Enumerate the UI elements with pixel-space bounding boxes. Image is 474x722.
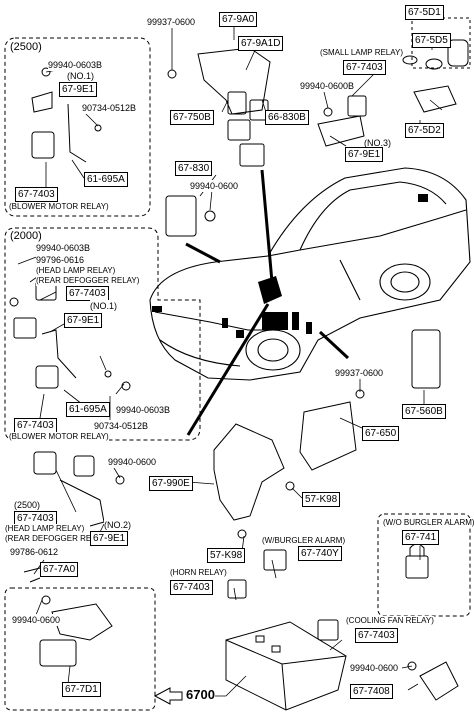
label-top-bolt: 99937-0600 [147, 16, 196, 28]
label-rear-defogger-relay-b: (REAR DEFOGGER RELAY) [5, 534, 109, 544]
part-67-7403-horn: 67-7403 [170, 580, 213, 595]
label-99940-0600b-a: 99940-0600B [300, 80, 355, 92]
part-67-9A1D: 67-9A1D [238, 36, 284, 51]
part-67-740Y: 67-740Y [298, 546, 342, 561]
leader-lines-thick [185, 169, 350, 436]
label-2500-b: (2500) [14, 499, 41, 511]
part-67-9E1-c: 67-9E1 [64, 313, 103, 328]
part-61-695A-b: 61-695A [66, 402, 110, 417]
label-99940-0600-c: 99940-0600 [12, 614, 61, 626]
label-rear-defogger-relay-a: (REAR DEFOGGER RELAY) [36, 276, 140, 286]
label-no1-a: (NO.1) [67, 70, 94, 82]
label-head-lamp-relay-a: (HEAD LAMP RELAY) [36, 266, 116, 276]
car-relay-blocks [152, 194, 428, 338]
group-burglar-frame [377, 513, 471, 617]
label-head-lamp-relay-b: (HEAD LAMP RELAY) [5, 524, 85, 534]
label-no1-b: (NO.1) [90, 300, 117, 312]
part-67-7403-blower-a: 67-7403 [15, 187, 58, 202]
part-67-5D5: 67-5D5 [412, 33, 451, 48]
label-99796-0616: 99796-0616 [36, 254, 85, 266]
part-67-5D2: 67-5D2 [405, 123, 444, 138]
label-90734-0512b-b: 90734-0512B [94, 420, 149, 432]
label-blower-motor-relay-b: (BLOWER MOTOR RELAY) [9, 432, 109, 442]
label-99940-0600-d: 99940-0600 [350, 662, 399, 674]
label-blower-motor-relay-a: (BLOWER MOTOR RELAY) [9, 202, 109, 212]
part-57-K98-b: 57-K98 [207, 548, 246, 563]
part-drawings [9, 39, 469, 711]
label-6700: 6700 [186, 687, 215, 702]
label-w-burglar-alarm: (W/BURGLER ALARM) [262, 536, 346, 546]
part-67-9E1-d: 67-9E1 [90, 531, 129, 546]
part-67-7403-blower-b: 67-7403 [14, 418, 57, 433]
part-67-7403-fan: 67-7403 [355, 628, 398, 643]
part-67-7D1: 67-7D1 [62, 682, 101, 697]
part-67-7403-b: 67-7403 [66, 286, 109, 301]
label-90734-0512b-a: 90734-0512B [82, 102, 137, 114]
label-group-2000: (2000) [10, 230, 42, 242]
part-67-7408: 67-7408 [350, 684, 393, 699]
part-67-9E1-b: 67-9E1 [59, 82, 98, 97]
label-99940-0603b-c: 99940-0603B [116, 404, 171, 416]
leader-lines [17, 22, 443, 697]
label-no3: (NO.3) [364, 137, 391, 149]
part-67-7A0: 67-7A0 [40, 562, 79, 577]
label-99940-0600-b: 99940-0600 [108, 456, 157, 468]
label-no2: (NO.2) [104, 519, 131, 531]
part-66-830B: 66-830B [265, 110, 309, 125]
label-99940-0603b-b: 99940-0603B [36, 242, 91, 254]
arrow-6700-icon [153, 687, 183, 705]
car-body [149, 167, 471, 381]
label-small-lamp-relay: (SMALL LAMP RELAY) [320, 48, 403, 58]
label-cooling-fan-relay: (COOLING FAN RELAY) [346, 616, 434, 626]
part-57-K98-a: 57-K98 [302, 492, 341, 507]
part-67-560B: 67-560B [402, 404, 446, 419]
part-67-750B: 67-750B [170, 110, 214, 125]
label-99940-0603b-a: 99940-0603B [48, 59, 103, 71]
label-99786-0612: 99786-0612 [10, 546, 59, 558]
part-67-990E: 67-990E [149, 476, 193, 491]
label-99940-0600-a: 99940-0600 [190, 180, 239, 192]
group-2500-frame [4, 37, 151, 217]
part-67-7403-small: 67-7403 [343, 60, 386, 75]
group-2000-frame [4, 227, 201, 441]
part-67-741: 67-741 [402, 530, 440, 545]
label-wo-burglar-alarm: (W/O BURGLER ALARM) [383, 518, 474, 528]
part-67-650: 67-650 [362, 426, 400, 441]
part-67-830: 67-830 [175, 161, 213, 176]
label-99937-0600-b: 99937-0600 [335, 367, 384, 379]
part-67-9A0: 67-9A0 [219, 12, 258, 27]
label-horn-relay: (HORN RELAY) [170, 568, 227, 578]
part-67-9E1-a: 67-9E1 [345, 147, 384, 162]
part-67-5D1: 67-5D1 [405, 5, 444, 20]
part-61-695A-a: 61-695A [84, 172, 128, 187]
label-group-2500: (2500) [10, 41, 42, 53]
